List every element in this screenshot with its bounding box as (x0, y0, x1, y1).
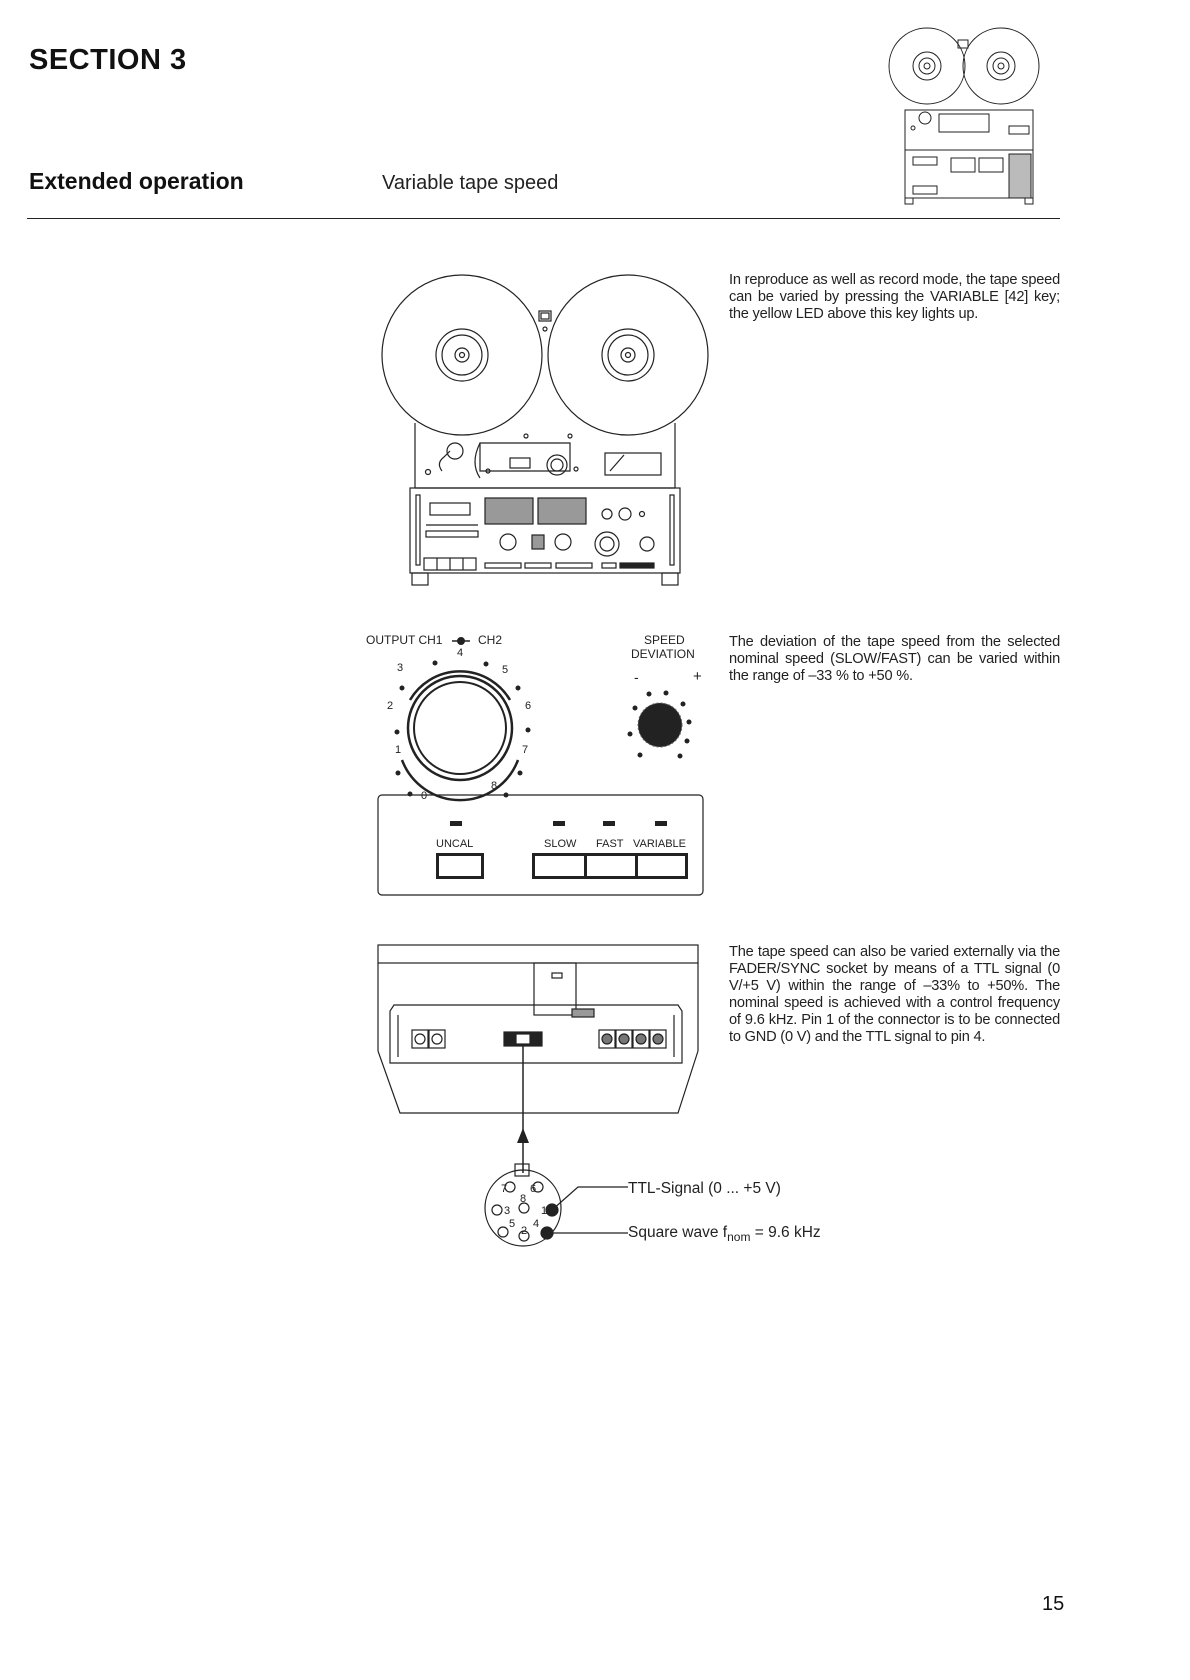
pin-6-label: 6 (530, 1183, 537, 1195)
pin-3-label: 3 (504, 1205, 511, 1217)
deviation-label: DEVIATION (631, 647, 695, 661)
paragraph-speed-deviation: The deviation of the tape speed from the… (729, 634, 1060, 684)
square-wave-sub: nom (727, 1230, 751, 1245)
dial-scale-8: 8 (491, 780, 498, 792)
fast-button[interactable] (584, 853, 638, 879)
header-rule (27, 218, 1060, 219)
page-number: 15 (1042, 1593, 1065, 1615)
dial-scale-3: 3 (397, 662, 404, 674)
pin-5-label: 5 (509, 1218, 516, 1230)
uncal-label: UNCAL (436, 838, 474, 850)
output-level-knob[interactable] (380, 650, 540, 810)
uncal-button[interactable] (436, 853, 484, 879)
speed-button-panel (377, 794, 704, 896)
pin-4-label: 4 (533, 1218, 540, 1230)
din-connector-icon (484, 1163, 628, 1247)
section-heading: SECTION 3 (29, 44, 187, 76)
square-wave-suffix: = 9.6 kHz (750, 1224, 821, 1241)
slow-label: SLOW (544, 838, 577, 850)
tape-recorder-front-illustration (381, 274, 709, 586)
dial-scale-2: 2 (387, 700, 394, 712)
pin-2-label: 2 (521, 1225, 528, 1237)
dial-scale-5: 5 (502, 664, 509, 676)
square-wave-prefix: Square wave f (628, 1224, 728, 1241)
rear-panel-illustration (377, 944, 699, 1173)
dial-scale-0: 0 (421, 790, 428, 802)
variable-label: VARIABLE (633, 838, 686, 850)
headphone-icon (452, 637, 470, 645)
pin-8-label: 8 (520, 1193, 527, 1205)
output-ch2-label: CH2 (478, 633, 503, 647)
dial-scale-1: 1 (395, 744, 402, 756)
fast-label: FAST (596, 838, 624, 850)
page-subtitle: Variable tape speed (382, 172, 559, 194)
output-ch1-label: OUTPUT CH1 (366, 633, 443, 647)
square-wave-callout: Square wave fnom = 9.6 kHz (628, 1224, 821, 1244)
speed-minus-label: - (634, 669, 639, 685)
dial-scale-6: 6 (525, 700, 532, 712)
recorder-thumbnail-icon (888, 27, 1040, 205)
paragraph-external-control: The tape speed can also be varied extern… (729, 944, 1060, 1045)
speed-label: SPEED (644, 633, 685, 647)
page-title: Extended operation (29, 168, 244, 194)
speed-plus-label: + (693, 668, 702, 685)
dial-scale-4: 4 (457, 647, 464, 659)
dial-scale-7: 7 (522, 744, 529, 756)
variable-button[interactable] (635, 853, 688, 879)
slow-button[interactable] (532, 853, 587, 879)
speed-deviation-knob[interactable] (620, 685, 700, 765)
paragraph-variable-key: In reproduce as well as record mode, the… (729, 272, 1060, 322)
pin-7-label: 7 (501, 1183, 508, 1195)
pin-1-label: 1 (541, 1205, 548, 1217)
ttl-signal-callout: TTL-Signal (0 ... +5 V) (628, 1180, 781, 1197)
